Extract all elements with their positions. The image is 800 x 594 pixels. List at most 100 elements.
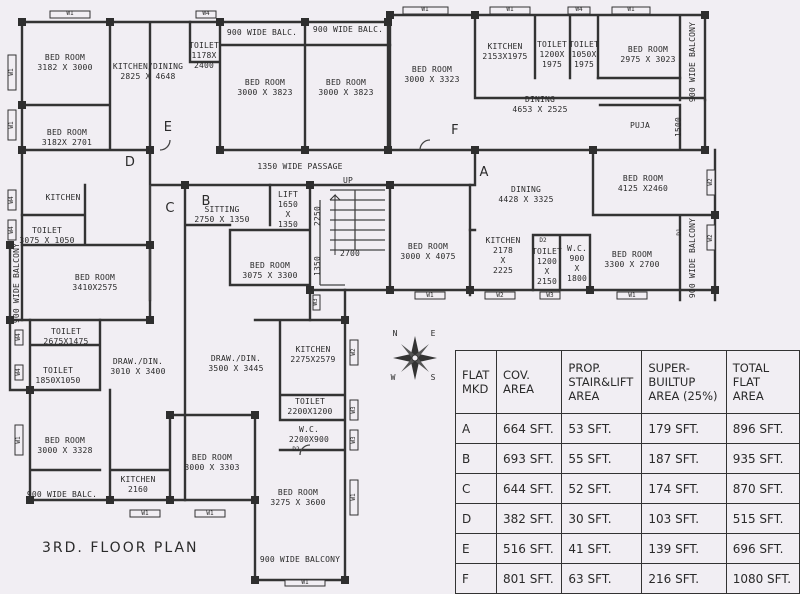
room-label-balcony: 900 WIDE BALC. [26, 490, 98, 499]
table-row: F 801 SFT. 63 SFT. 216 SFT. 1080 SFT. [455, 563, 800, 594]
compass-e: E [430, 329, 436, 338]
balcony-label-vertical: 900 WIDE BALCONY [688, 217, 697, 299]
room-label-toilet-b: TOILET 2200X1200 [287, 397, 333, 416]
door-label: D2 [539, 237, 547, 244]
room-label-kitchen-dining: KITCHEN/DINING 2825 X 4648 [112, 62, 184, 81]
room-label-bed-5: BED ROOM 3000 X 3323 [404, 65, 460, 84]
window-label: W1 [8, 68, 15, 76]
table-cell: 174 SFT. [641, 473, 727, 504]
table-cell: 63 SFT. [561, 563, 643, 594]
window-label: W4 [8, 226, 15, 234]
structural-columns [6, 11, 719, 584]
room-label-bed-2: BED ROOM 3182X 2701 [41, 128, 93, 147]
flat-letter: A [479, 165, 489, 180]
table-cell: C [455, 473, 497, 504]
window-label: W1 [8, 121, 15, 129]
room-label-puja: PUJA [629, 121, 651, 130]
stair-dimension-label: 2700 [339, 249, 361, 258]
table-cell: 179 SFT. [641, 413, 727, 444]
table-cell: 515 SFT. [725, 503, 800, 534]
table-cell: F [455, 563, 497, 594]
room-label-toilet: TOILET 1178X 2400 [188, 41, 220, 70]
room-label-kitchen-d: KITCHEN [45, 193, 81, 202]
room-label-bed-6: BED ROOM 2975 X 3023 [620, 45, 676, 64]
table-cell: 1080 SFT. [725, 563, 800, 594]
compass-n: N [392, 329, 398, 338]
windows [7, 6, 716, 587]
table-cell: 693 SFT. [495, 443, 563, 474]
window-label: W2 [707, 234, 714, 242]
window-label: W3 [546, 292, 554, 299]
room-label-toilet-d: TOILET 3075 X 1050 [19, 226, 75, 245]
stair-up-arrow [329, 193, 341, 255]
window-label: W4 [15, 333, 22, 341]
door-label: D1 [676, 228, 683, 236]
window-label: W2 [350, 348, 357, 356]
window-label: W1 [421, 6, 429, 13]
flat-letter: B [201, 194, 211, 209]
room-label-draw-din-c: DRAW./DIN. 3010 X 3400 [110, 357, 166, 376]
header-super-builtup: SUPER- BUILTUP AREA (25%) [641, 350, 727, 414]
room-label-kitchen-c: KITCHEN 2160 [120, 475, 156, 494]
table-row: A 664 SFT. 53 SFT. 179 SFT. 896 SFT. [455, 413, 800, 444]
window-label: W4 [202, 10, 210, 17]
window-label: W1 [206, 510, 214, 517]
table-row: B 693 SFT. 55 SFT. 187 SFT. 935 SFT. [455, 443, 800, 474]
room-label-toilet-f2: TOILET 1050X 1975 [568, 40, 600, 69]
table-cell: B [455, 443, 497, 474]
room-label-lift: LIFT 1650 X 1350 [277, 190, 299, 229]
window-label: W2 [496, 292, 504, 299]
room-label-bed-9: BED ROOM 4125 X2460 [617, 174, 669, 193]
room-label-sitting: SITTING 2750 X 1350 [194, 205, 250, 224]
table-row: C 644 SFT. 52 SFT. 174 SFT. 870 SFT. [455, 473, 800, 504]
window-label: W1 [350, 493, 357, 501]
table-cell: 382 SFT. [495, 503, 563, 534]
room-label-bed-14: BED ROOM 3275 X 3600 [270, 488, 326, 507]
room-label-toilet-f1: TOILET 1200X 1975 [536, 40, 568, 69]
room-label-bed-12: BED ROOM 3000 X 3328 [37, 436, 93, 455]
window-label: W1 [628, 292, 636, 299]
room-label-bed-7: BED ROOM 3410X2575 [72, 273, 118, 292]
header-prop-stair-lift: PROP. STAIR&LIFT AREA [561, 350, 643, 414]
table-cell: 103 SFT. [641, 503, 727, 534]
window-label: W4 [8, 196, 15, 204]
room-label-bed-10: BED ROOM 3000 X 4075 [400, 242, 456, 261]
header-cov-area: COV. AREA [495, 350, 563, 414]
balcony-label-vertical: 900 WIDE BALCONY [688, 21, 697, 103]
room-label-balcony: 900 WIDE BALC. [312, 25, 384, 34]
table-row: D 382 SFT. 30 SFT. 103 SFT. 515 SFT. [455, 503, 800, 534]
table-cell: 216 SFT. [641, 563, 727, 594]
compass-star-icon [393, 336, 437, 380]
window-label: W1 [506, 6, 514, 13]
table-cell: 55 SFT. [561, 443, 643, 474]
table-cell: E [455, 533, 497, 564]
table-cell: 52 SFT. [561, 473, 643, 504]
room-label-kitchen-b: KITCHEN 2275X2579 [290, 345, 336, 364]
window-label: W3 [350, 436, 357, 444]
header-flat-mkd: FLAT MKD [455, 350, 497, 414]
table-cell: 187 SFT. [641, 443, 727, 474]
compass-w: W [390, 373, 396, 382]
table-cell: 664 SFT. [495, 413, 563, 444]
window-label: W1 [141, 510, 149, 517]
compass-rose: N E S W [385, 328, 445, 388]
room-label-toilet-c1: TOILET 2675X1475 [43, 327, 89, 346]
window-label: W4 [15, 368, 22, 376]
door-label: D2 [292, 446, 300, 453]
plan-title: 3RD. FLOOR PLAN [42, 540, 199, 556]
dimension-label: 1350 [313, 255, 322, 277]
room-label-bed-11: BED ROOM 3300 X 2700 [604, 250, 660, 269]
window-label: W3 [350, 406, 357, 414]
room-label-balcony: 900 WIDE BALC. [226, 28, 298, 37]
flat-letter: F [451, 123, 459, 138]
table-cell: 870 SFT. [725, 473, 800, 504]
flat-letter: E [163, 120, 173, 135]
room-label-bed-1: BED ROOM 3182 X 3000 [37, 53, 93, 72]
table-row: E 516 SFT. 41 SFT. 139 SFT. 696 SFT. [455, 533, 800, 564]
window-label: W4 [575, 6, 583, 13]
room-label-kitchen-a: KITCHEN 2178 X 2225 [485, 236, 521, 275]
dimension-label: 1500 [674, 116, 683, 138]
compass-s: S [430, 373, 436, 382]
room-label-bed-8: BED ROOM 3075 X 3300 [242, 261, 298, 280]
